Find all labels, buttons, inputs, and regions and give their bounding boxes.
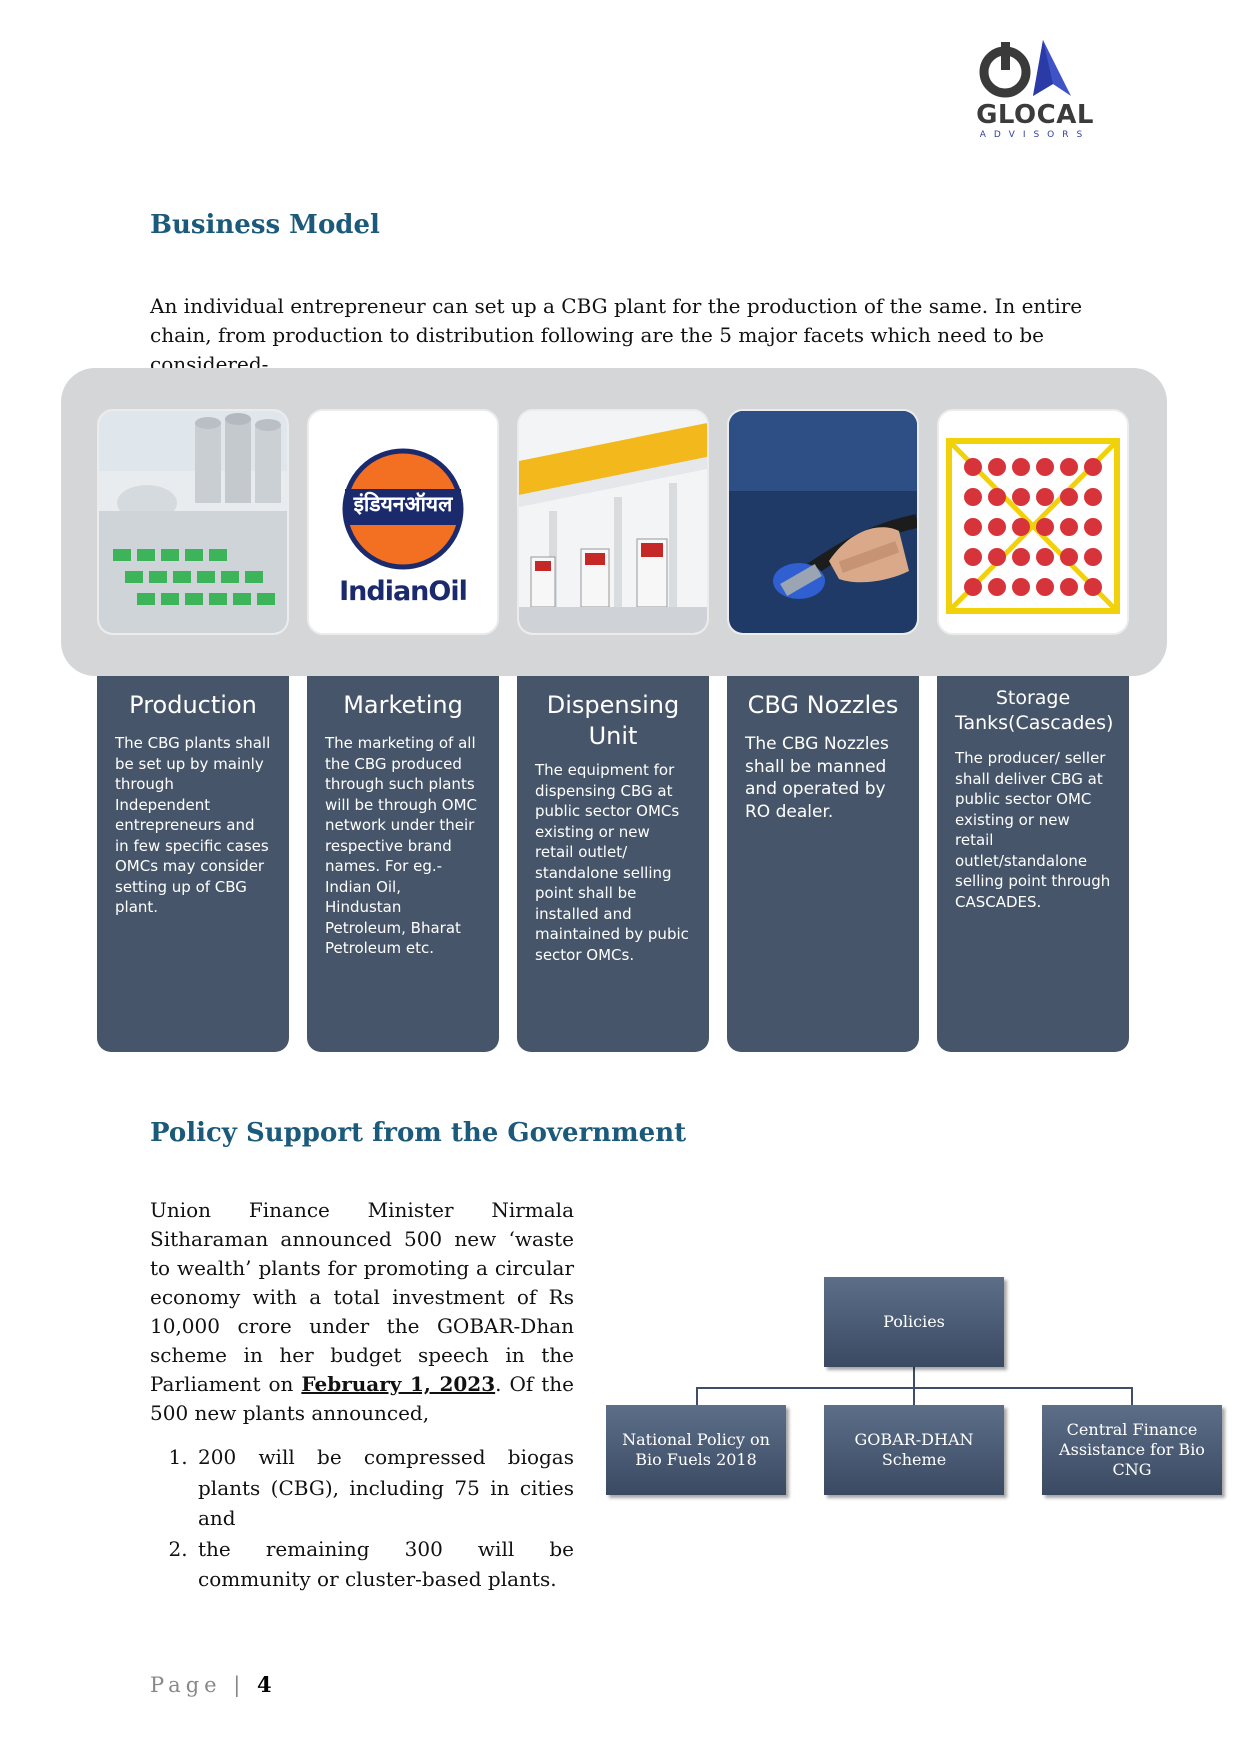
policy-text-start: Union Finance Minister Nirmala Sitharama… bbox=[150, 1198, 574, 1396]
org-chart-connector bbox=[696, 1387, 698, 1406]
list-item: the remaining 300 will be community or c… bbox=[194, 1534, 574, 1595]
facet-title: CBG Nozzles bbox=[747, 691, 899, 719]
business-model-intro: An individual entrepreneur can set up a … bbox=[150, 294, 1083, 376]
production-plant-image bbox=[97, 409, 289, 635]
policy-date: February 1, 2023 bbox=[301, 1372, 496, 1396]
facet-text: The producer/ seller shall deliver CBG a… bbox=[955, 749, 1111, 911]
storage-cascades-image bbox=[937, 409, 1129, 635]
facet-title: Storage Tanks(Cascades) bbox=[955, 687, 1114, 734]
facet-title: Dispensing Unit bbox=[546, 691, 680, 750]
facet-card-production: Production The CBG plants shall be set u… bbox=[97, 676, 289, 1052]
facet-card-marketing: Marketing The marketing of all the CBG p… bbox=[307, 676, 499, 1052]
page-footer: Page | 4 bbox=[150, 1672, 272, 1697]
facet-text: The CBG plants shall be set up by mainly… bbox=[115, 734, 271, 916]
indianoil-logo-image: इंडियनऑयल IndianOil bbox=[307, 409, 499, 635]
dispensing-station-image bbox=[517, 409, 709, 635]
facet-title: Production bbox=[129, 691, 257, 719]
policy-paragraph: Union Finance Minister Nirmala Sitharama… bbox=[150, 1196, 574, 1595]
policy-support-heading: Policy Support from the Government bbox=[150, 1118, 687, 1148]
policy-text-end: . Of the 500 new plants announced, bbox=[150, 1372, 574, 1425]
facet-card-storage-tanks: Storage Tanks(Cascades) The producer/ se… bbox=[937, 676, 1129, 1052]
org-node-central-finance: Central Finance Assistance for Bio CNG bbox=[1042, 1405, 1222, 1495]
facet-text: The equipment for dispensing CBG at publ… bbox=[535, 761, 689, 964]
facet-card-cbg-nozzles: CBG Nozzles The CBG Nozzles shall be man… bbox=[727, 676, 919, 1052]
glocal-logo-mark-icon bbox=[979, 40, 1071, 98]
glocal-advisors-logo: GLOCAL ADVISORS bbox=[975, 38, 1095, 140]
org-chart-connector bbox=[1131, 1387, 1133, 1406]
org-chart-connector bbox=[913, 1387, 915, 1406]
logo-wordmark: GLOCAL bbox=[976, 100, 1094, 130]
facet-title: Marketing bbox=[343, 691, 463, 719]
facet-text: The marketing of all the CBG produced th… bbox=[325, 734, 477, 957]
business-model-heading: Business Model bbox=[150, 210, 380, 240]
cbg-nozzle-image bbox=[727, 409, 919, 635]
page-number: 4 bbox=[257, 1672, 272, 1697]
footer-label: Page | bbox=[150, 1673, 246, 1697]
org-chart-connector bbox=[913, 1367, 915, 1388]
indianoil-hindi-text: इंडियनऑयल bbox=[353, 492, 453, 516]
facet-text: The CBG Nozzles shall be manned and oper… bbox=[745, 734, 889, 822]
logo-subtitle: ADVISORS bbox=[979, 130, 1091, 140]
org-node-national-policy: National Policy on Bio Fuels 2018 bbox=[606, 1405, 786, 1495]
list-item: 200 will be compressed biogas plants (CB… bbox=[194, 1442, 574, 1534]
indianoil-english-text: IndianOil bbox=[339, 576, 468, 607]
policy-intro: Union Finance Minister Nirmala Sitharama… bbox=[150, 1196, 574, 1428]
policy-list: 200 will be compressed biogas plants (CB… bbox=[150, 1442, 574, 1595]
org-node-policies: Policies bbox=[824, 1277, 1004, 1367]
org-node-gobar-dhan: GOBAR-DHAN Scheme bbox=[824, 1405, 1004, 1495]
facet-card-dispensing-unit: Dispensing Unit The equipment for dispen… bbox=[517, 676, 709, 1052]
